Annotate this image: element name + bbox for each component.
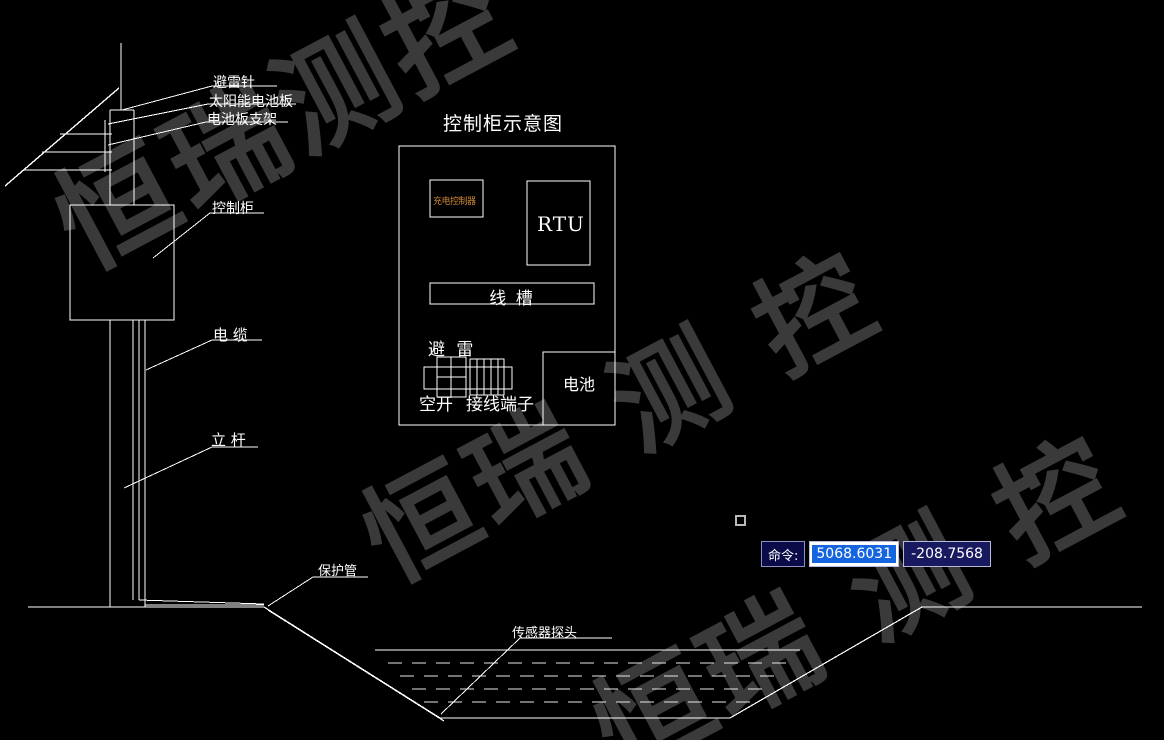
leader-pole	[123, 446, 213, 489]
sensor-probe-leader	[440, 637, 521, 715]
leader-cabinet	[152, 212, 211, 259]
coordinate-x-value: 5068.6031	[812, 545, 897, 563]
charge-controller-box	[429, 179, 484, 218]
coordinate-x-input[interactable]: 5068.6031	[809, 541, 900, 567]
terminal-block-label: 接线端子	[466, 395, 534, 415]
coordinate-y-value: -208.7568	[911, 546, 983, 562]
label-protection-pipe: 保护管	[318, 564, 358, 579]
leader-solar-panel	[107, 103, 209, 125]
channel-left-slope-b	[267, 609, 445, 722]
cabinet-outline	[398, 145, 616, 426]
surge-arrester-label: 避 雷	[428, 340, 477, 360]
wire-trough-box	[429, 282, 595, 305]
battery-label: 电池	[562, 375, 595, 394]
label-pole: 立 杆	[211, 431, 246, 449]
leader-cable	[145, 339, 213, 371]
command-prompt-label: 命令:	[761, 541, 806, 567]
wire-trough-label: 线 槽	[489, 289, 535, 309]
leader-lightning-rod	[121, 85, 213, 111]
protection-pipe-a	[138, 599, 265, 605]
charge-controller-label: 充电控制器	[433, 197, 476, 207]
battery-box	[542, 351, 616, 426]
rtu-label: RTU	[537, 212, 585, 236]
pole-cabinet-box	[69, 204, 175, 321]
label-control-cabinet: 控制柜	[212, 201, 254, 217]
circuit-breaker-label: 空开	[419, 395, 453, 415]
label-cable: 电 缆	[213, 326, 248, 344]
rtu-box	[526, 180, 591, 266]
water-hatch	[388, 662, 795, 703]
solar-panel-line	[4, 87, 120, 187]
leader-protection-pipe	[267, 576, 314, 607]
command-input-bar[interactable]: 命令: 5068.6031 -208.7568	[761, 541, 991, 567]
label-solar-panel: 太阳能电池板	[209, 94, 293, 110]
terminal-block-box	[469, 358, 505, 396]
label-lightning-rod: 避雷针	[213, 75, 255, 91]
cursor-pickbox[interactable]	[735, 515, 746, 526]
terminal-strip-outer	[423, 366, 513, 390]
leader-bracket	[107, 121, 207, 146]
coordinate-y-input[interactable]: -208.7568	[903, 541, 991, 567]
label-sensor-probe: 传感器探头	[512, 626, 578, 641]
label-panel-bracket: 电池板支架	[207, 112, 277, 128]
cabinet-diagram-title: 控制柜示意图	[443, 113, 564, 135]
channel-right-slope	[729, 606, 923, 719]
